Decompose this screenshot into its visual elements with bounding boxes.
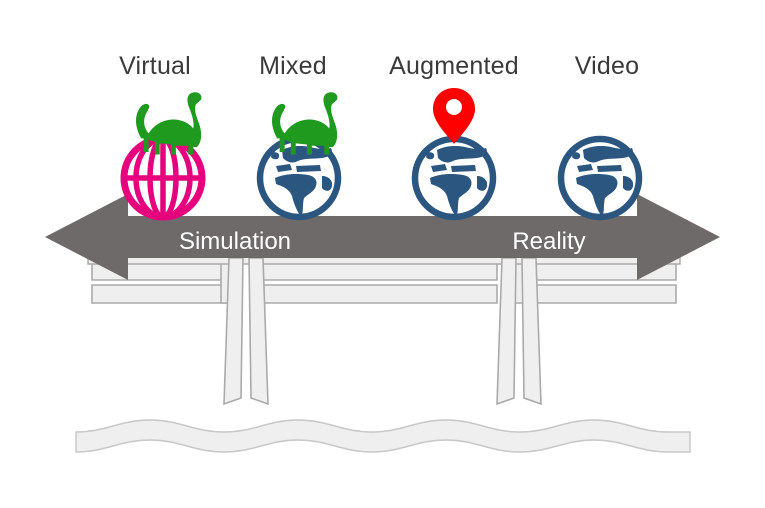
bridge-beam-left-bottom — [91, 284, 227, 304]
dinosaur-icon-mixed — [271, 92, 338, 155]
map-pin-icon-augmented — [433, 88, 475, 144]
earth-landmass-africa-augmented — [430, 174, 472, 216]
bridge-span-center — [258, 261, 498, 304]
water-waves — [75, 419, 691, 453]
earth-continents-video — [572, 146, 634, 216]
bridge-pylon-right — [496, 257, 542, 406]
earth-landmass-east-video — [623, 176, 634, 191]
icon-video-globe — [557, 135, 643, 221]
earth-landmass-africa-video — [576, 174, 618, 216]
earth-landmass-east-mixed — [322, 176, 333, 191]
earth-landmass-asia-mixed — [296, 165, 321, 172]
earth-landmass-north-video — [583, 146, 633, 163]
bridge-structure — [87, 256, 681, 406]
bridge-pylon-left — [223, 257, 269, 406]
dinosaur-body-mixed — [271, 92, 338, 155]
earth-globe-outline-video — [557, 135, 643, 221]
bridge-deck-slab — [87, 256, 681, 265]
water-wave-band — [75, 419, 691, 453]
earth-landmass-island-mixed — [271, 152, 280, 160]
dinosaur-body-virtual — [135, 92, 202, 155]
icon-augmented-globe — [411, 135, 497, 221]
earth-landmass-africa-mixed — [275, 174, 317, 216]
map-pin-body — [433, 88, 475, 144]
bridge-beam-right-bottom — [528, 284, 677, 304]
earth-landmass-europe-augmented — [431, 164, 447, 172]
bridge-beam-center-bottom — [258, 284, 498, 304]
pylon-right-leg-a — [496, 257, 517, 406]
earth-landmass-east-augmented — [477, 176, 488, 191]
earth-landmass-asia-augmented — [451, 165, 476, 172]
earth-continents-augmented — [426, 146, 488, 216]
earth-landmass-north-augmented — [437, 146, 487, 163]
dinosaur-icon-virtual — [135, 92, 202, 155]
continuum-arrow — [45, 194, 720, 280]
earth-landmass-asia-video — [597, 165, 622, 172]
earth-landmass-island-video — [572, 152, 581, 160]
earth-landmass-island-augmented — [426, 152, 435, 160]
arrow-shape — [45, 194, 720, 280]
earth-landmass-europe-mixed — [276, 164, 292, 172]
earth-landmass-europe-video — [577, 164, 593, 172]
map-pin-hole — [446, 99, 462, 115]
